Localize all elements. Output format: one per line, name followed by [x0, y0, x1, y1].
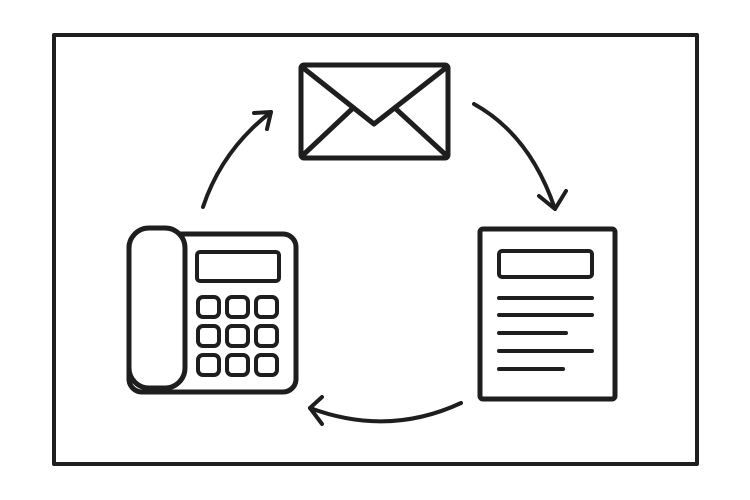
arrow-phone-to-email — [201, 110, 273, 209]
arrow-email-to-document — [472, 102, 568, 211]
envelope-icon — [298, 62, 451, 161]
phone-keypad — [196, 295, 279, 377]
diagram-frame — [52, 33, 699, 466]
desk-phone-icon — [126, 225, 299, 395]
document-icon — [477, 226, 618, 402]
arrow-document-to-phone — [308, 395, 463, 426]
